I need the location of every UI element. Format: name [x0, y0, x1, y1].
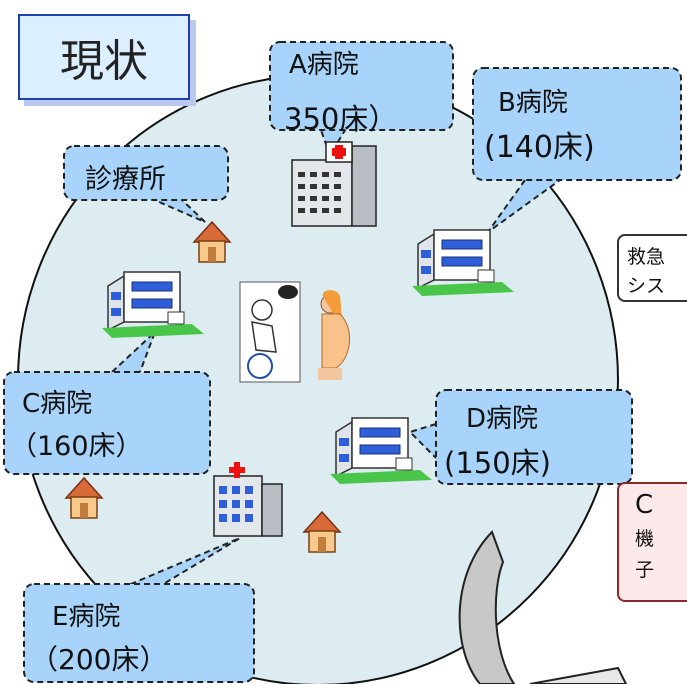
hospital-c-name: C病院 [22, 389, 93, 419]
callout-clinic-box [63, 145, 229, 201]
hospital-a-icon [291, 141, 377, 227]
callout-d-box [435, 389, 633, 485]
callout-a-box [269, 41, 454, 131]
status-title: 現状 [18, 14, 190, 100]
callout-b-box [472, 67, 682, 181]
partial-info-line-2: 機 [635, 528, 655, 550]
emergency-system-box: 救急 シス [617, 234, 687, 302]
emergency-system-line-2: シス [627, 275, 666, 297]
callout-c-box [3, 371, 211, 475]
hospital-a-beds: 350床） [284, 102, 398, 136]
partial-info-line-3: 子 [635, 559, 655, 581]
hospital-e-icon [213, 462, 283, 537]
arrow-arc-shape [458, 530, 516, 684]
hospital-e-name: E病院 [52, 602, 121, 632]
partial-info-line-1: C [635, 490, 654, 520]
hospital-a-name: A病院 [289, 50, 359, 80]
elderly-wheelchair-icon [239, 281, 301, 383]
hospital-d-name: D病院 [466, 404, 539, 434]
hospital-e-beds: （200床） [30, 643, 168, 676]
partial-info-box: C 機 子 [617, 482, 687, 602]
callout-e-box [23, 583, 255, 683]
arrow-head-shape [529, 666, 628, 684]
hospital-b-name: B病院 [498, 88, 568, 118]
hospital-b-beds: (140床) [484, 130, 595, 165]
hospital-c-beds: （160床） [10, 431, 143, 462]
hospital-d-beds: (150床) [444, 446, 551, 480]
pregnant-woman-icon [318, 290, 351, 380]
emergency-system-line-1: 救急 [627, 246, 666, 268]
clinic-label: 診療所 [85, 164, 166, 195]
